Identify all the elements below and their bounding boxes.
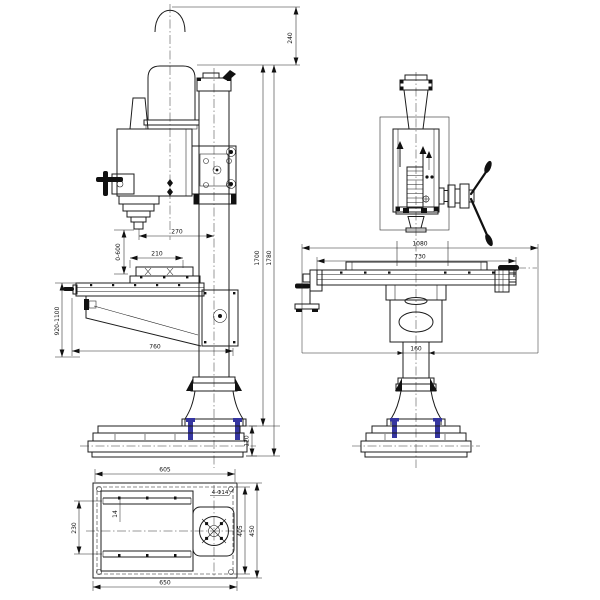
base-plan-view	[86, 482, 245, 579]
head-front	[379, 74, 450, 233]
spindle-head	[96, 97, 237, 230]
pedestal-front	[385, 284, 447, 438]
dim-405-label: 405	[237, 525, 244, 537]
column	[193, 70, 239, 377]
mounting-hole	[228, 569, 234, 575]
front-view	[294, 72, 537, 468]
dim-slot-14-label: 14	[112, 510, 119, 518]
dim-1080-label: 1080	[412, 241, 427, 248]
head-section-frame	[379, 116, 450, 231]
dim-650-label: 650	[159, 580, 171, 587]
table-support-bracket	[84, 296, 202, 347]
t-slot-lower	[102, 550, 192, 558]
spindle-nose	[118, 195, 160, 230]
table-crank-handle	[63, 287, 74, 291]
machine-base-front	[352, 425, 480, 458]
machine-base-side	[80, 376, 256, 458]
dim-270-label: 270	[171, 229, 183, 236]
drawbar-cap	[129, 97, 149, 130]
dim-table-height-label: 920-1100	[54, 306, 61, 335]
lifting-eyebolt	[154, 9, 186, 33]
clutch-handle	[103, 171, 108, 196]
worktable	[63, 266, 205, 297]
mounting-hole	[96, 486, 102, 492]
holes-note-label: 4-Φ14	[212, 490, 229, 496]
base-plate-outline	[92, 482, 238, 579]
column-slide	[201, 289, 239, 347]
column-boss-pocket	[192, 506, 235, 557]
side-view-dimensions: 240 1700 1780 270 0-600 210 920-1100 760…	[54, 6, 300, 457]
table-handle-left	[295, 283, 310, 289]
dim-1780-label: 1780	[266, 250, 273, 265]
dim-240-label: 240	[287, 32, 294, 44]
dim-605-label: 605	[159, 467, 171, 474]
handwheel-knob-lower	[485, 233, 493, 247]
base-plan-dimensions: 605 650 405 450 230 14 4-Φ14	[71, 467, 262, 591]
dim-spindle-travel-label: 0-600	[115, 243, 122, 261]
dim-base-height-label: 120	[244, 435, 251, 447]
handwheel	[438, 160, 493, 247]
dim-730-label: 730	[414, 254, 426, 261]
table-crank-right	[498, 265, 519, 271]
dim-1700-label: 1700	[254, 250, 261, 265]
dim-160-label: 160	[410, 346, 422, 353]
handwheel-knob-upper	[484, 160, 492, 174]
lifting-lug	[222, 70, 236, 81]
gib-plate	[406, 166, 424, 209]
dim-230-label: 230	[71, 522, 78, 534]
dim-760-label: 760	[149, 344, 161, 351]
front-view-dimensions: 1080 730 160	[301, 241, 539, 357]
mounting-hole	[96, 569, 102, 575]
dim-450-label: 450	[249, 525, 256, 537]
t-slot-upper	[102, 496, 192, 505]
dim-210-label: 210	[151, 251, 163, 258]
motor	[143, 65, 200, 130]
mounting-hole	[228, 486, 234, 492]
